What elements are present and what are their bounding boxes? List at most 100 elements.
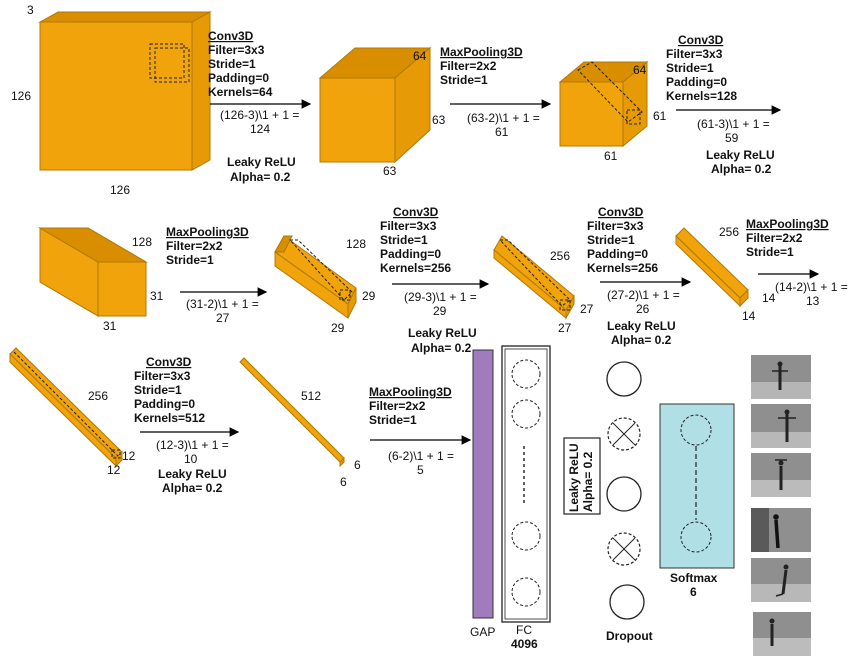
volume-conv5-output: 512 6 6 [240,358,361,489]
op-formula-result: 26 [636,302,650,316]
fc-activation: Leaky ReLU [408,326,477,340]
op-param: Kernels=128 [666,89,737,103]
dropout-layer: Dropout [606,362,653,643]
op-param: Kernels=256 [380,261,451,275]
op-param: Filter=2x2 [166,239,223,253]
fc-layer: FC 4096 [502,346,550,651]
op-param: Stride=1 [208,57,256,71]
op-title: MaxPooling3D [440,45,523,59]
op-formula-result: 29 [433,304,447,318]
volume-depth-label: 128 [132,235,152,249]
op-formula-result: 13 [806,294,820,308]
op-param: Kernels=512 [134,411,205,425]
op-param: Stride=1 [587,233,635,247]
op-formula: (29-3)\1 + 1 = [404,290,477,304]
volume-input: 3 126 126 [11,3,210,197]
gap-layer: GAP [470,350,495,639]
softmax-layer: Softmax 6 [660,404,734,599]
softmax-label: Softmax [670,571,718,585]
volume-height-label: 6 [354,458,361,472]
output-frame-3 [751,453,811,497]
op-param: Filter=3x3 [134,369,191,383]
op-title: Conv3D [598,205,644,219]
op-param: Stride=1 [440,73,488,87]
op-formula-result: 59 [725,131,739,145]
op-title: MaxPooling3D [369,385,452,399]
op-param: Kernels=256 [587,261,658,275]
volume-width-label: 6 [340,475,347,489]
op-formula: (31-2)\1 + 1 = [186,297,259,311]
dropout-label: Dropout [606,629,653,643]
volume-depth-label: 3 [27,3,34,17]
op-activation: Leaky ReLU [158,467,227,481]
op-activation: Alpha= 0.2 [230,170,291,184]
volume-width-label: 63 [383,164,397,178]
dropout-neuron-dropped [608,533,640,565]
output-frame-1 [751,355,811,399]
gap-label: GAP [470,625,495,639]
fc-units-label: 4096 [511,637,538,651]
op-maxpool-1: MaxPooling3D Filter=2x2 Stride=1 (63-2)\… [440,45,550,139]
volume-width-label: 126 [110,183,130,197]
op-title: Conv3D [208,29,254,43]
volume-height-label: 61 [653,109,667,123]
volume-width-label: 61 [604,149,618,163]
op-formula-result: 5 [417,463,424,477]
volume-width-label: 27 [558,321,572,335]
dropout-neuron-dropped [608,418,640,450]
volume-height-label: 126 [11,89,31,103]
volume-depth-label: 256 [88,389,108,403]
op-conv3d-2: Conv3D Filter=3x3 Stride=1 Padding=0 Ker… [666,33,780,176]
alpha-vertical-label: Alpha= 0.2 [581,451,595,512]
op-param: Filter=2x2 [440,59,497,73]
volume-pool3-output: 256 12 12 [10,348,136,477]
volume-height-label: 14 [762,291,776,305]
op-formula: (27-2)\1 + 1 = [607,288,680,302]
op-formula: (14-2)\1 + 1 = [775,280,848,294]
output-frame-2 [751,404,811,448]
op-formula-result: 61 [495,125,509,139]
volume-conv1-output: 64 63 63 [320,48,446,178]
op-param: Stride=1 [369,413,417,427]
op-conv3d-4: Conv3D Filter=3x3 Stride=1 Padding=0 Ker… [587,205,690,347]
op-title: Conv3D [678,33,724,47]
op-param: Filter=3x3 [666,47,723,61]
op-param: Stride=1 [380,233,428,247]
volume-width-label: 14 [742,309,756,323]
volume-height-label: 31 [150,289,164,303]
op-formula: (63-2)\1 + 1 = [467,111,540,125]
op-formula: (6-2)\1 + 1 = [388,449,454,463]
volume-width-label: 31 [103,319,117,333]
op-param: Stride=1 [746,245,794,259]
op-param: Filter=3x3 [587,219,644,233]
volume-pool2-output: 128 29 29 [275,236,376,335]
op-param: Stride=1 [666,61,714,75]
op-conv3d-1: Conv3D Filter=3x3 Stride=1 Padding=0 Ker… [208,29,310,184]
op-param: Padding=0 [587,247,648,261]
op-activation: Leaky ReLU [607,319,676,333]
volume-conv3-output: 256 27 27 [494,236,594,335]
op-param: Padding=0 [666,75,727,89]
output-frame-4 [751,508,811,552]
volume-conv2-output: 128 31 31 [40,228,164,333]
op-title: Conv3D [393,205,439,219]
op-activation: Leaky ReLU [706,148,775,162]
volume-height-label: 29 [362,289,376,303]
op-param: Filter=2x2 [746,231,803,245]
op-param: Stride=1 [166,253,214,267]
volume-depth-label: 64 [633,63,647,77]
op-conv3d-3: Conv3D Filter=3x3 Stride=1 Padding=0 Ker… [380,205,488,318]
op-maxpool-4: MaxPooling3D Filter=2x2 Stride=1 (6-2)\1… [369,385,470,477]
op-formula-result: 27 [216,311,230,325]
op-activation: Leaky ReLU [227,155,296,169]
op-formula: (126-3)\1 + 1 = [220,108,299,122]
op-activation: Alpha= 0.2 [162,481,223,495]
op-activation: Alpha= 0.2 [711,162,772,176]
volume-depth-label: 512 [301,389,321,403]
dropout-neuron-active [610,585,644,619]
op-param: Padding=0 [208,71,269,85]
op-param: Filter=3x3 [380,219,437,233]
output-frame-6 [753,612,811,656]
op-formula-result: 10 [184,452,198,466]
op-param: Padding=0 [380,247,441,261]
